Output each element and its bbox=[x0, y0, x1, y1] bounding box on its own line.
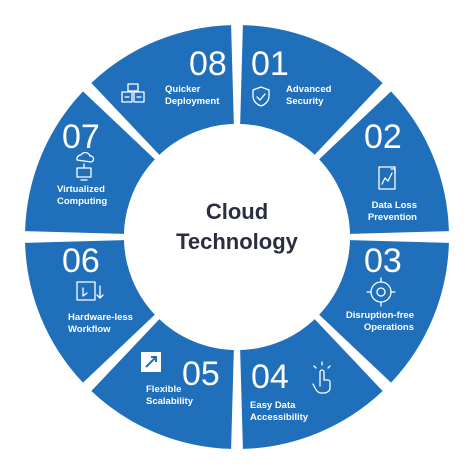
segment-wedge bbox=[25, 91, 155, 234]
segment-number: 01 bbox=[251, 45, 289, 83]
segment-number: 08 bbox=[189, 45, 227, 83]
segment-label-line1: Hardware-less bbox=[68, 312, 133, 323]
hand-pointer-icon bbox=[312, 361, 331, 394]
segment-number: 04 bbox=[251, 358, 289, 396]
document-chart-icon bbox=[378, 166, 396, 190]
segment-wedge bbox=[240, 25, 383, 155]
segment-label-line2: Operations bbox=[364, 322, 414, 333]
center-title-line1: Cloud bbox=[206, 199, 268, 224]
segment-label-line1: Easy Data bbox=[250, 400, 296, 411]
segment-label-line2: Scalability bbox=[146, 396, 194, 407]
expand-arrow-icon bbox=[141, 352, 161, 372]
segment-number: 05 bbox=[182, 355, 220, 393]
center-circle bbox=[124, 124, 350, 350]
gear-cycle-icon bbox=[366, 277, 396, 307]
segment-wedge bbox=[91, 319, 234, 449]
segment-number: 03 bbox=[364, 242, 402, 280]
segment-label-line2: Security bbox=[286, 96, 324, 107]
segment-label-line2: Deployment bbox=[165, 96, 220, 107]
shield-check-icon bbox=[252, 86, 270, 107]
segment-number: 02 bbox=[364, 118, 402, 156]
segment-label-line1: Data Loss bbox=[372, 200, 417, 211]
segment-number: 07 bbox=[62, 118, 100, 156]
server-stack-icon bbox=[121, 83, 145, 103]
workflow-icon bbox=[76, 281, 104, 301]
segment-wedge bbox=[25, 240, 155, 383]
cloud-computer-icon bbox=[76, 151, 95, 181]
segment-wedge bbox=[319, 240, 449, 383]
segment-label-line1: Flexible bbox=[146, 384, 181, 395]
segment-label-line1: Virtualized bbox=[57, 184, 105, 195]
segment-label-line2: Prevention bbox=[368, 212, 417, 223]
segment-wedge bbox=[240, 319, 383, 449]
segment-label-line1: Advanced bbox=[286, 84, 332, 95]
segment-number: 06 bbox=[62, 242, 100, 280]
segment-label-line2: Workflow bbox=[68, 324, 111, 335]
segment-label-line2: Computing bbox=[57, 196, 107, 207]
segment-wedge bbox=[319, 91, 449, 234]
segment-label-line1: Quicker bbox=[165, 84, 201, 95]
segment-label-line1: Disruption-free bbox=[346, 310, 414, 321]
center-title-line2: Technology bbox=[176, 229, 299, 254]
segment-wedge bbox=[91, 25, 234, 155]
segment-label-line2: Accessibility bbox=[250, 412, 309, 423]
